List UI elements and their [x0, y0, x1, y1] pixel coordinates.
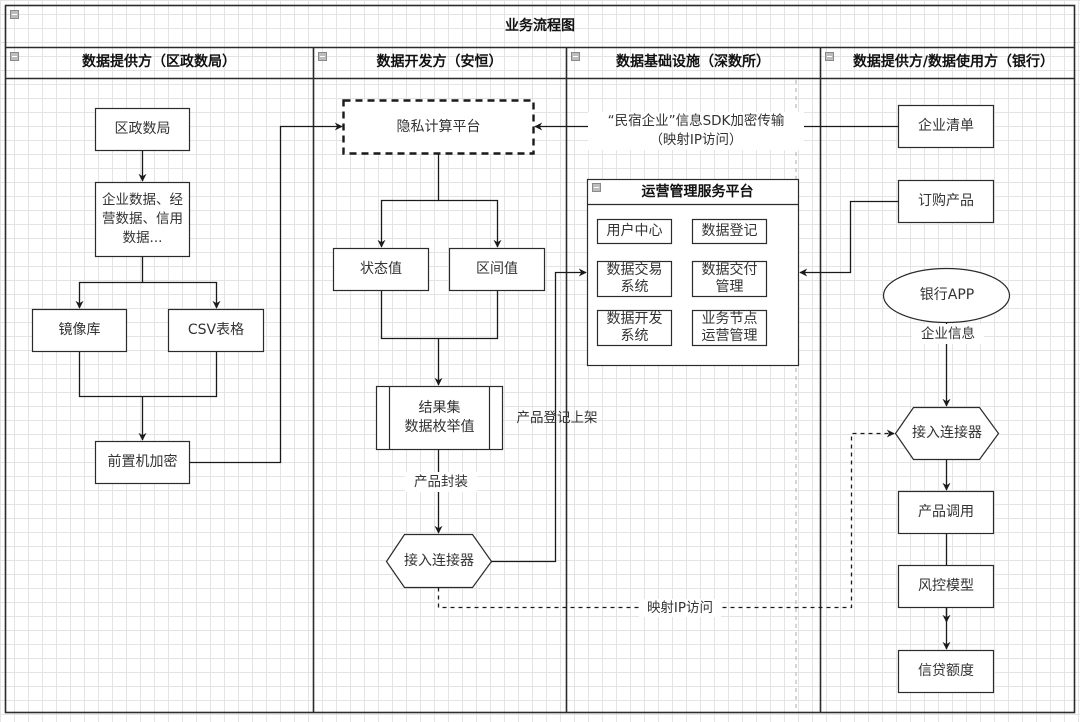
label-order-product: 订购产品 — [918, 193, 974, 209]
edge-privacy-to-range — [438, 199, 502, 248]
diagram-title: 业务流程图 — [505, 17, 575, 34]
edge-front-to-privacy — [189, 122, 343, 464]
label-product-call: 产品调用 — [918, 504, 974, 520]
node-product-call[interactable] — [897, 490, 995, 535]
label-front-encrypt: 前置机加密 — [107, 454, 178, 470]
node-range-value[interactable] — [448, 247, 546, 292]
label-ops-user-center: 用户中心 — [606, 223, 663, 239]
collapse-icon-lane-dev[interactable] — [318, 52, 327, 61]
collapse-icon-lane-infra[interactable] — [571, 52, 580, 61]
node-front-encrypt[interactable] — [94, 440, 191, 485]
label-ops-dev-system: 数据开发 系统 — [606, 311, 663, 344]
edge-connector-to-ops — [491, 268, 587, 563]
label-connector-bank: 接入连接器 — [912, 425, 982, 441]
lane-header-infra: 数据基础设施（深数所） — [616, 54, 770, 70]
label-risk-model: 风控模型 — [918, 578, 974, 594]
node-ops-user-center[interactable] — [596, 218, 673, 245]
label-ops-data-register: 数据登记 — [701, 223, 758, 239]
edge-label-product-listing: 产品登记上架 — [516, 409, 598, 426]
node-ops-trade-system[interactable] — [596, 260, 673, 298]
ops-platform-title: 运营管理服务平台 — [641, 183, 754, 200]
lane-header-gov: 数据提供方（区政数局） — [82, 54, 236, 70]
label-state-value: 状态值 — [360, 261, 402, 277]
edge-label-mapped-ip: 映射IP访问 — [639, 599, 721, 617]
label-ops-trade-system: 数据交易 系统 — [606, 262, 663, 295]
edge-data-to-mirror — [75, 256, 144, 309]
node-order-product[interactable] — [897, 179, 995, 224]
label-result-set: 结果集 数据枚举值 — [404, 400, 475, 435]
label-ops-delivery-mgmt: 数据交付 管理 — [701, 262, 758, 295]
lane-header-dev: 数据开发方（安恒） — [376, 54, 503, 70]
label-enterprise-list: 企业清单 — [918, 118, 974, 134]
label-gov-data: 企业数据、经 营数据、信用 数据... — [102, 192, 183, 246]
node-mirror-db[interactable] — [31, 308, 128, 353]
edge-label-sdk-transfer: “民宿企业”信息SDK加密传输 （映射IP访问） — [588, 112, 804, 150]
pool — [4, 4, 1076, 714]
pool-frame — [4, 4, 1076, 714]
edge-data-to-csv — [142, 281, 221, 309]
edge-mirror-to-front — [78, 351, 218, 398]
node-csv-table[interactable] — [167, 308, 265, 353]
label-csv-table: CSV表格 — [187, 322, 245, 338]
node-connector-bank[interactable] — [894, 406, 1000, 461]
edge-mapped-ip — [437, 429, 895, 609]
label-range-value: 区间值 — [476, 261, 518, 277]
edge-order-to-ops — [799, 200, 899, 277]
label-ops-node-mgmt: 业务节点 运营管理 — [701, 311, 758, 344]
label-connector-dev: 接入连接器 — [404, 552, 474, 569]
edge-label-product-packaging: 产品封装 — [405, 472, 477, 492]
label-gov-bureau: 区政数局 — [114, 121, 171, 137]
node-ops-data-register[interactable] — [691, 218, 768, 245]
node-gov-data[interactable] — [94, 181, 191, 258]
edge-privacy-to-state — [377, 153, 440, 248]
node-ops-dev-system[interactable] — [596, 309, 673, 347]
edge-label-enterprise-info: 企业信息 — [912, 324, 984, 344]
label-bank-app: 银行APP — [919, 287, 975, 303]
edge-values-merge — [380, 290, 499, 340]
label-credit-limit: 信贷额度 — [918, 663, 974, 679]
lane-header-bank: 数据提供方/数据使用方（银行） — [852, 54, 1055, 70]
node-privacy-platform[interactable] — [342, 99, 535, 155]
node-enterprise-list[interactable] — [897, 104, 995, 149]
collapse-icon-pool[interactable] — [10, 10, 19, 19]
collapse-icon-lane-gov[interactable] — [10, 52, 19, 61]
collapse-icon-ops-platform[interactable] — [592, 183, 601, 192]
node-result-set[interactable] — [375, 385, 504, 451]
collapse-icon-lane-bank[interactable] — [825, 52, 834, 61]
node-state-value[interactable] — [332, 247, 430, 292]
node-ops-node-mgmt[interactable] — [691, 309, 768, 347]
node-ops-delivery-mgmt[interactable] — [691, 260, 768, 298]
node-credit-limit[interactable] — [897, 649, 995, 694]
label-privacy-platform: 隐私计算平台 — [396, 118, 481, 135]
label-mirror-db: 镜像库 — [58, 322, 101, 338]
